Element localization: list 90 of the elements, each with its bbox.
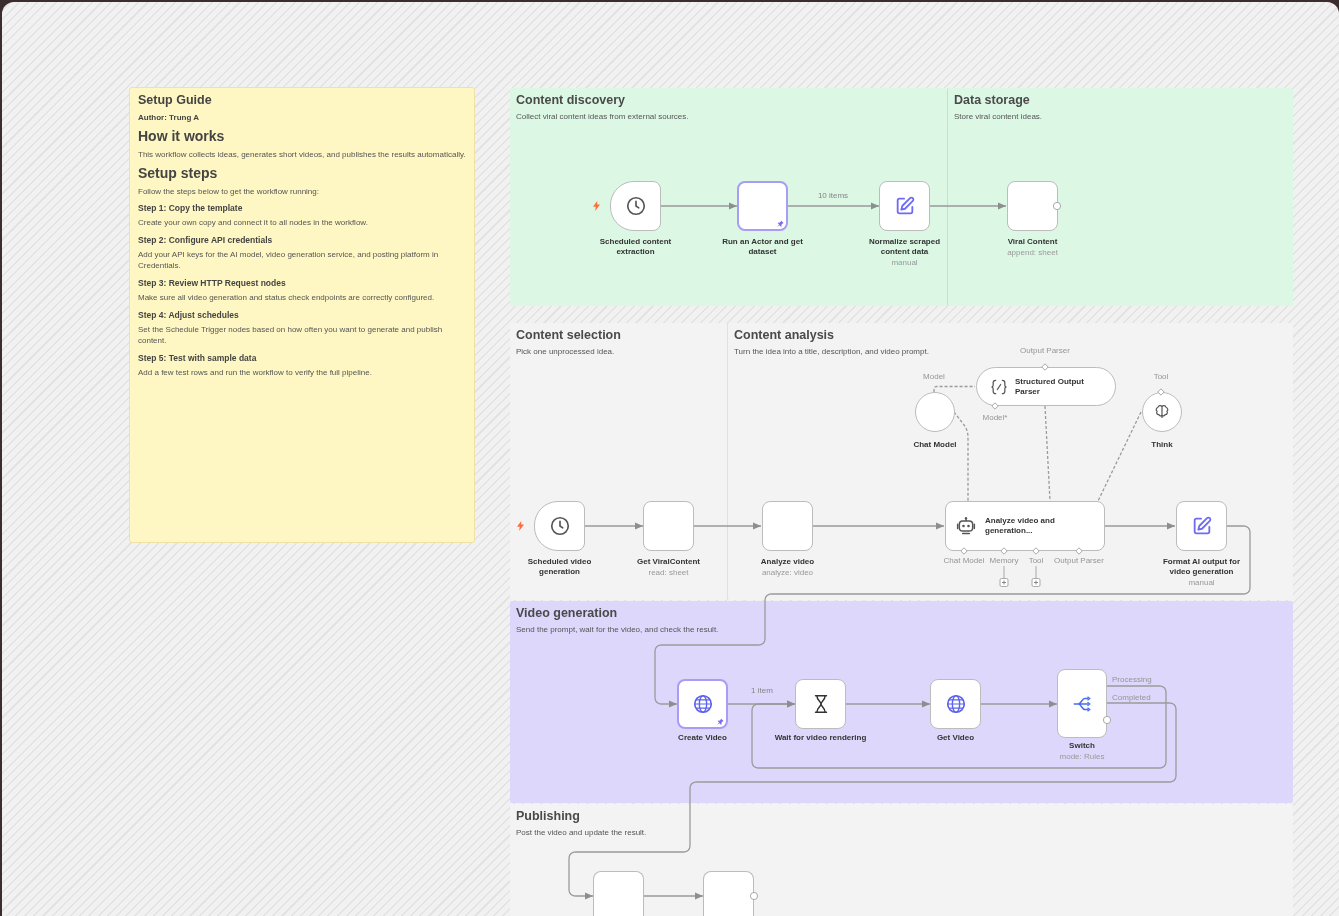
node-label: Switch xyxy=(1069,741,1095,751)
node-subtitle: analyze: video xyxy=(761,568,814,578)
workflow-node xyxy=(593,871,644,916)
node-label: Scheduled content extraction xyxy=(598,237,673,257)
node-label: Think xyxy=(1151,440,1173,450)
section-description: Post the video and update the result. xyxy=(516,828,647,838)
sticky-note xyxy=(129,87,475,543)
connector-arrow xyxy=(811,522,945,530)
port-label: Model xyxy=(923,372,945,381)
section-description: Turn the idea into a title, description, and video prompt. xyxy=(734,347,929,357)
node-label: Wait for video rendering xyxy=(774,733,867,743)
node-subtitle: manual xyxy=(1188,578,1215,588)
connector-arrow xyxy=(787,202,880,210)
note-text: Follow the steps below to get the workflow running: xyxy=(138,186,319,197)
note-heading: Setup steps xyxy=(138,165,218,181)
port-label: Chat Model xyxy=(943,555,985,565)
author-line: Author: Trung A xyxy=(138,113,200,123)
step-heading: Step 1: Copy the template xyxy=(138,203,243,214)
note-text: Add your API keys for the AI model, video generation service, and posting platform in Credentials. xyxy=(138,249,440,271)
section-panel xyxy=(727,323,1293,600)
connector-arrow xyxy=(654,525,1251,708)
connector-arrow xyxy=(845,700,931,708)
section-panel xyxy=(510,804,1293,916)
section-heading: Content discovery xyxy=(516,93,626,108)
connector-arrow xyxy=(660,202,738,210)
step-heading: Step 4: Adjust schedules xyxy=(138,310,239,321)
section-description: Store viral content ideas. xyxy=(954,112,1043,122)
connector-arrow xyxy=(1103,522,1176,530)
section-heading: Data storage xyxy=(954,93,1030,108)
node-subtitle: append: sheet xyxy=(1007,248,1058,258)
note-heading: How it works xyxy=(138,128,225,144)
port-label: Tool xyxy=(1153,372,1169,381)
node-label: Viral Content xyxy=(1007,237,1058,247)
node-label: Get ViralContent xyxy=(637,557,700,567)
connector-arrow xyxy=(929,202,1007,210)
connector-arrow xyxy=(693,522,762,530)
node-label: Scheduled video generation xyxy=(526,557,593,577)
port-label: Completed xyxy=(1112,692,1151,702)
pill-node xyxy=(976,367,1116,406)
section-heading: Content selection xyxy=(516,328,621,343)
note-text: Create your own copy and connect it to all nodes in the workflow. xyxy=(138,217,368,228)
edge-label: 1 item xyxy=(749,686,775,695)
node-label: Analyze video xyxy=(760,557,815,567)
node-label: Create Video xyxy=(678,733,727,743)
agent-node xyxy=(945,501,1105,551)
note-text: This workflow collects ideas, generates short videos, and publishes the results automatically. xyxy=(138,149,466,160)
note-title: Setup Guide xyxy=(138,93,212,107)
section-heading: Publishing xyxy=(516,809,580,824)
node-label: Structured Output Parser xyxy=(1015,376,1085,397)
connector-arrow xyxy=(751,685,1167,769)
note-text: Make sure all video generation and status check endpoints are correctly configured. xyxy=(138,292,435,303)
connector-line xyxy=(933,385,976,393)
workflow-node xyxy=(703,871,754,916)
node-label: Analyze video and generation... xyxy=(985,516,1056,536)
node-label: Format AI output for video generation xyxy=(1162,557,1241,577)
connector-arrow xyxy=(643,892,704,900)
section-panel xyxy=(510,88,947,306)
port-label: Output Parser xyxy=(1054,555,1104,565)
step-heading: Step 3: Review HTTP Request nodes xyxy=(138,278,286,289)
note-text: Set the Schedule Trigger nodes based on how often you want to generate and publish content. xyxy=(138,324,444,346)
node-subtitle: manual xyxy=(891,258,918,268)
section-description: Send the prompt, wait for the video, and check the result. xyxy=(516,625,719,635)
section-description: Pick one unprocessed idea. xyxy=(516,347,615,357)
section-panel xyxy=(947,88,1293,306)
port-label: Model* xyxy=(982,413,1008,422)
port-label: Processing xyxy=(1112,675,1152,684)
connector-arrow xyxy=(584,522,644,530)
node-subtitle: mode: Rules xyxy=(1059,752,1105,762)
connector-line xyxy=(953,411,969,502)
step-heading: Step 2: Configure API credentials xyxy=(138,235,273,246)
node-label: Run an Actor and get dataset xyxy=(721,237,804,257)
node-label: Chat Model xyxy=(913,440,957,450)
node-subtitle: read: sheet xyxy=(648,568,689,578)
connector-line xyxy=(1097,411,1142,502)
connector-arrow xyxy=(568,702,1177,900)
node-label: Normalize scraped content data xyxy=(867,237,942,257)
connector-arrow xyxy=(980,700,1058,708)
edge-label: 10 items xyxy=(815,191,851,200)
step-heading: Step 5: Test with sample data xyxy=(138,353,257,364)
section-panel xyxy=(510,601,1293,803)
section-panel xyxy=(510,323,727,600)
section-heading: Content analysis xyxy=(734,328,835,343)
note-text: Add a few test rows and run the workflow to verify the full pipeline. xyxy=(138,367,372,378)
port-label: Memory xyxy=(989,555,1019,565)
connector-line xyxy=(1044,405,1051,502)
port-label: Tool xyxy=(1028,555,1044,565)
node-label: Get Video xyxy=(936,733,975,743)
port-label: Output Parser xyxy=(1020,346,1070,355)
section-heading: Video generation xyxy=(516,606,618,621)
section-description: Collect viral content ideas from external sources. xyxy=(516,112,689,122)
